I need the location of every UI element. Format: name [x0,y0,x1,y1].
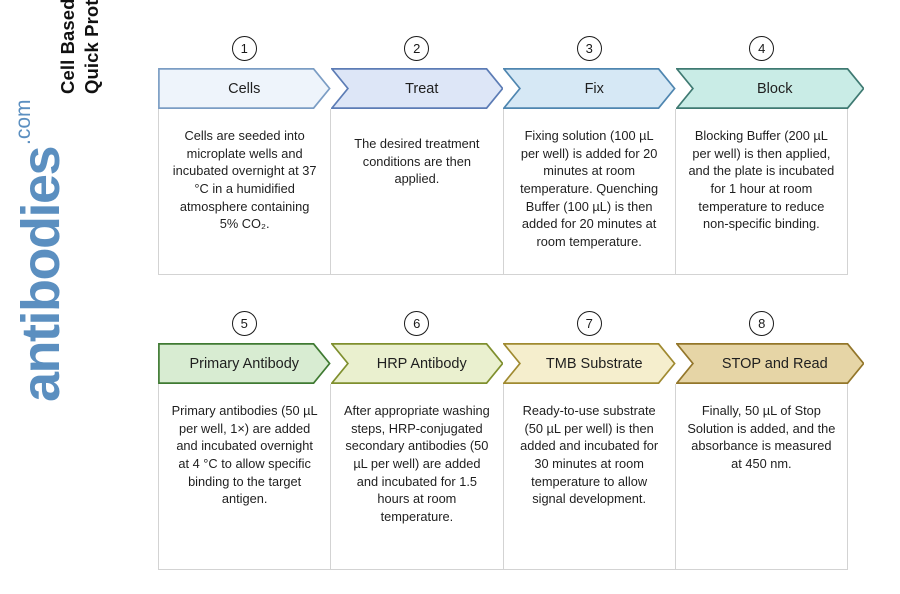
step-number-badge: 1 [231,36,257,61]
chevron-shape [503,343,676,384]
step-headers-row-1: Cells Treat Fix Block [158,68,864,109]
chevron-shape [158,343,331,384]
step-header-label: Primary Antibody [189,355,300,372]
step-header-2[interactable]: Treat [330,68,503,109]
step-description-4: Blocking Buffer (200 µL per well) is the… [688,128,835,232]
step-header-label: Fix [584,80,604,97]
step-description-3: Fixing solution (100 µL per well) is add… [504,109,676,274]
chevron-shape [503,68,676,109]
step-header-label: Cells [228,80,261,97]
chevron-shape [675,68,864,109]
logo-tld: .com [12,99,35,145]
protocol-row-2: 5 6 7 8 Primary Antibody HRP Antibody TMB Sub… [158,311,864,570]
step-bodies-row-2: Primary antibodies (50 µL per well, 1×) … [158,384,848,570]
step-header-6[interactable]: HRP Antibody [330,343,503,384]
step-description-7: Ready-to-use substrate (50 µL per well) … [504,384,676,569]
chevron-shape [675,343,864,384]
step-number-badge: 7 [576,311,602,336]
step-bodies-row-1: Cells are seeded into microplate wells a… [158,109,848,275]
step-header-label: Treat [405,80,439,97]
chevron-shape [330,68,503,109]
step-header-label: TMB Substrate [545,355,643,372]
step-header-7[interactable]: TMB Substrate [503,343,676,384]
antibodies-logo: antibodies .com [11,99,134,402]
step-header-3[interactable]: Fix [503,68,676,109]
step-description-8: Finally, 50 µL of Stop Solution is added… [687,403,836,471]
step-headers-row-2: Primary Antibody HRP Antibody TMB Substrat… [158,343,864,384]
step-badges-row-2: 5 6 7 8 [158,311,848,343]
step-number-badge: 2 [404,36,430,61]
step-number-badge: 4 [749,36,775,61]
protocol-row-1: 1 2 3 4 Cells Treat Fix Block Cells are seeded… [158,36,864,275]
chevron-shape [330,343,503,384]
step-header-label: Block [757,80,793,97]
step-number-badge: 5 [231,311,257,336]
step-badges-row-1: 1 2 3 4 [158,36,848,68]
step-description-1: Cells are seeded into microplate wells a… [159,109,332,274]
step-header-8[interactable]: STOP and Read [675,343,864,384]
page-title: Cell Based ELISA Kits Quick Protocol [57,0,102,94]
step-header-label: HRP Antibody [376,355,467,372]
step-header-label: STOP and Read [721,355,828,372]
step-number-badge: 6 [404,311,430,336]
step-number-badge: 3 [576,36,602,61]
step-description-6: After appropriate washing steps, HRP-con… [331,384,504,569]
logo-wordmark: antibodies [11,146,71,402]
step-header-5[interactable]: Primary Antibody [158,343,331,384]
step-number-badge: 8 [749,311,775,336]
step-header-1[interactable]: Cells [158,68,331,109]
step-description-2: The desired treatment conditions are the… [331,109,504,274]
chevron-shape [158,68,331,109]
step-description-5: Primary antibodies (50 µL per well, 1×) … [159,384,332,569]
step-header-4[interactable]: Block [675,68,864,109]
